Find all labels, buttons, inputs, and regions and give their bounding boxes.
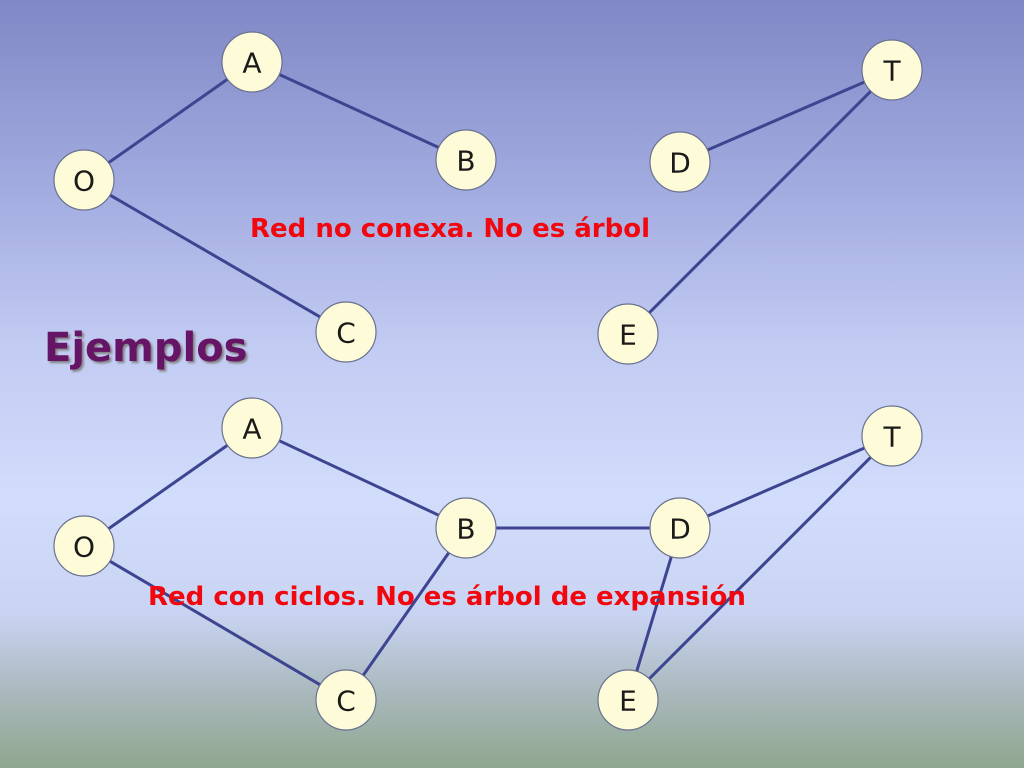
node-b: B bbox=[435, 497, 497, 559]
node-d: D bbox=[649, 497, 711, 559]
node-label: E bbox=[619, 685, 637, 718]
node-circle bbox=[597, 303, 659, 365]
node-circle bbox=[315, 669, 377, 731]
edge-a-b bbox=[278, 439, 440, 517]
edge-d-e bbox=[635, 556, 673, 672]
node-label: B bbox=[456, 513, 475, 546]
diagram-2: A T B D O C E bbox=[53, 397, 923, 731]
edge-t-e bbox=[648, 90, 872, 314]
node-label: D bbox=[669, 513, 691, 546]
node-circle bbox=[53, 515, 115, 577]
node-label: B bbox=[456, 145, 475, 178]
diagram-2-caption: Red con ciclos. No es árbol de expansión bbox=[148, 582, 746, 612]
node-label: D bbox=[669, 147, 691, 180]
node-o: O bbox=[53, 149, 115, 211]
node-circle bbox=[649, 131, 711, 193]
edge-o-a bbox=[107, 78, 229, 164]
node-circle bbox=[861, 39, 923, 101]
node-label: A bbox=[242, 47, 261, 80]
node-label: T bbox=[882, 55, 901, 88]
slide-heading: Ejemplos bbox=[44, 325, 248, 371]
node-circle bbox=[53, 149, 115, 211]
node-label: E bbox=[619, 319, 637, 352]
node-label: A bbox=[242, 413, 261, 446]
node-circle bbox=[649, 497, 711, 559]
node-label: O bbox=[73, 165, 95, 198]
edge-d-t bbox=[706, 446, 866, 518]
node-c: C bbox=[315, 301, 377, 363]
node-circle bbox=[597, 669, 659, 731]
node-label: O bbox=[73, 531, 95, 564]
node-label: C bbox=[336, 317, 356, 350]
node-e: E bbox=[597, 303, 659, 365]
node-circle bbox=[221, 31, 283, 93]
edge-d-t bbox=[706, 80, 866, 152]
node-d: D bbox=[649, 131, 711, 193]
node-circle bbox=[435, 497, 497, 559]
diagram-1-caption: Red no conexa. No es árbol bbox=[250, 214, 650, 244]
node-t: T bbox=[861, 405, 923, 467]
edge-b-c bbox=[361, 551, 451, 677]
edge-t-e bbox=[648, 456, 872, 680]
node-c: C bbox=[315, 669, 377, 731]
node-e: E bbox=[597, 669, 659, 731]
node-label: C bbox=[336, 685, 356, 718]
node-a: A bbox=[221, 31, 283, 93]
node-o: O bbox=[53, 515, 115, 577]
edge-o-a bbox=[107, 444, 229, 530]
node-circle bbox=[435, 129, 497, 191]
edge-o-c bbox=[109, 559, 321, 687]
node-circle bbox=[221, 397, 283, 459]
node-t: T bbox=[861, 39, 923, 101]
diagram-1: A T B D O C E bbox=[53, 31, 923, 365]
node-label: T bbox=[882, 421, 901, 454]
node-b: B bbox=[435, 129, 497, 191]
node-circle bbox=[315, 301, 377, 363]
node-circle bbox=[861, 405, 923, 467]
edge-o-c bbox=[109, 193, 321, 319]
edge-a-b bbox=[278, 73, 440, 149]
node-a: A bbox=[221, 397, 283, 459]
